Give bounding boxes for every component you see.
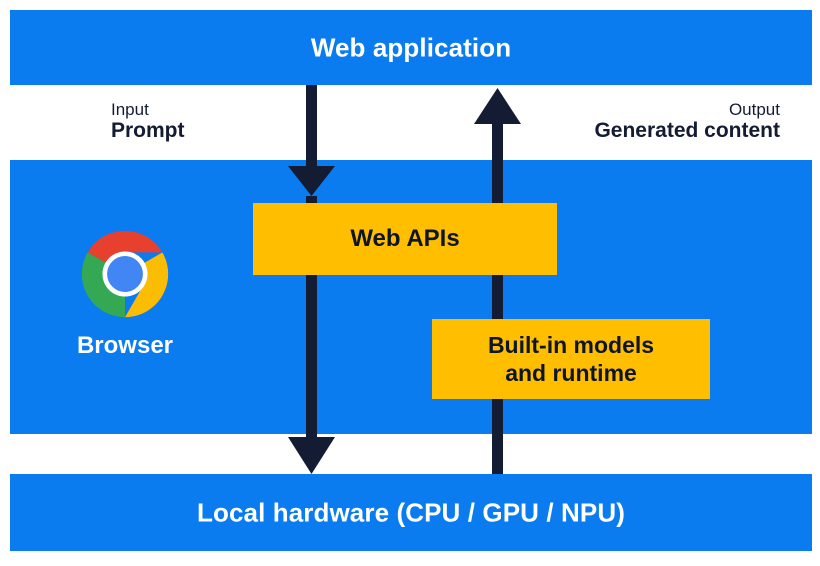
output-flow-label: Output Generated content <box>594 100 780 143</box>
input-flow-label: Input Prompt <box>111 100 185 143</box>
output-flow-kind: Output <box>728 100 780 119</box>
box-builtin-line-1: Built-in models <box>487 331 655 358</box>
browser-label: Browser <box>76 332 174 359</box>
box-builtin-models-runtime[interactable]: Built-in models and runtime <box>432 319 710 399</box>
input-flow-kind: Input <box>111 100 149 119</box>
layer-local-hardware-title: Local hardware (CPU / GPU / NPU) <box>197 497 625 527</box>
browser-block: Browser <box>45 228 205 360</box>
box-web-apis-label: Web APIs <box>350 225 460 252</box>
layer-web-application: Web application <box>10 10 812 85</box>
layer-web-application-title: Web application <box>310 32 512 62</box>
layer-local-hardware: Local hardware (CPU / GPU / NPU) <box>10 474 812 551</box>
input-flow-value: Prompt <box>111 119 185 143</box>
box-web-apis[interactable]: Web APIs <box>253 203 557 275</box>
output-flow-value: Generated content <box>594 119 780 143</box>
box-builtin-line-2: and runtime <box>505 360 637 386</box>
chrome-logo-icon <box>81 230 169 318</box>
box-builtin-models-runtime-label: Built-in models and runtime <box>488 331 654 387</box>
